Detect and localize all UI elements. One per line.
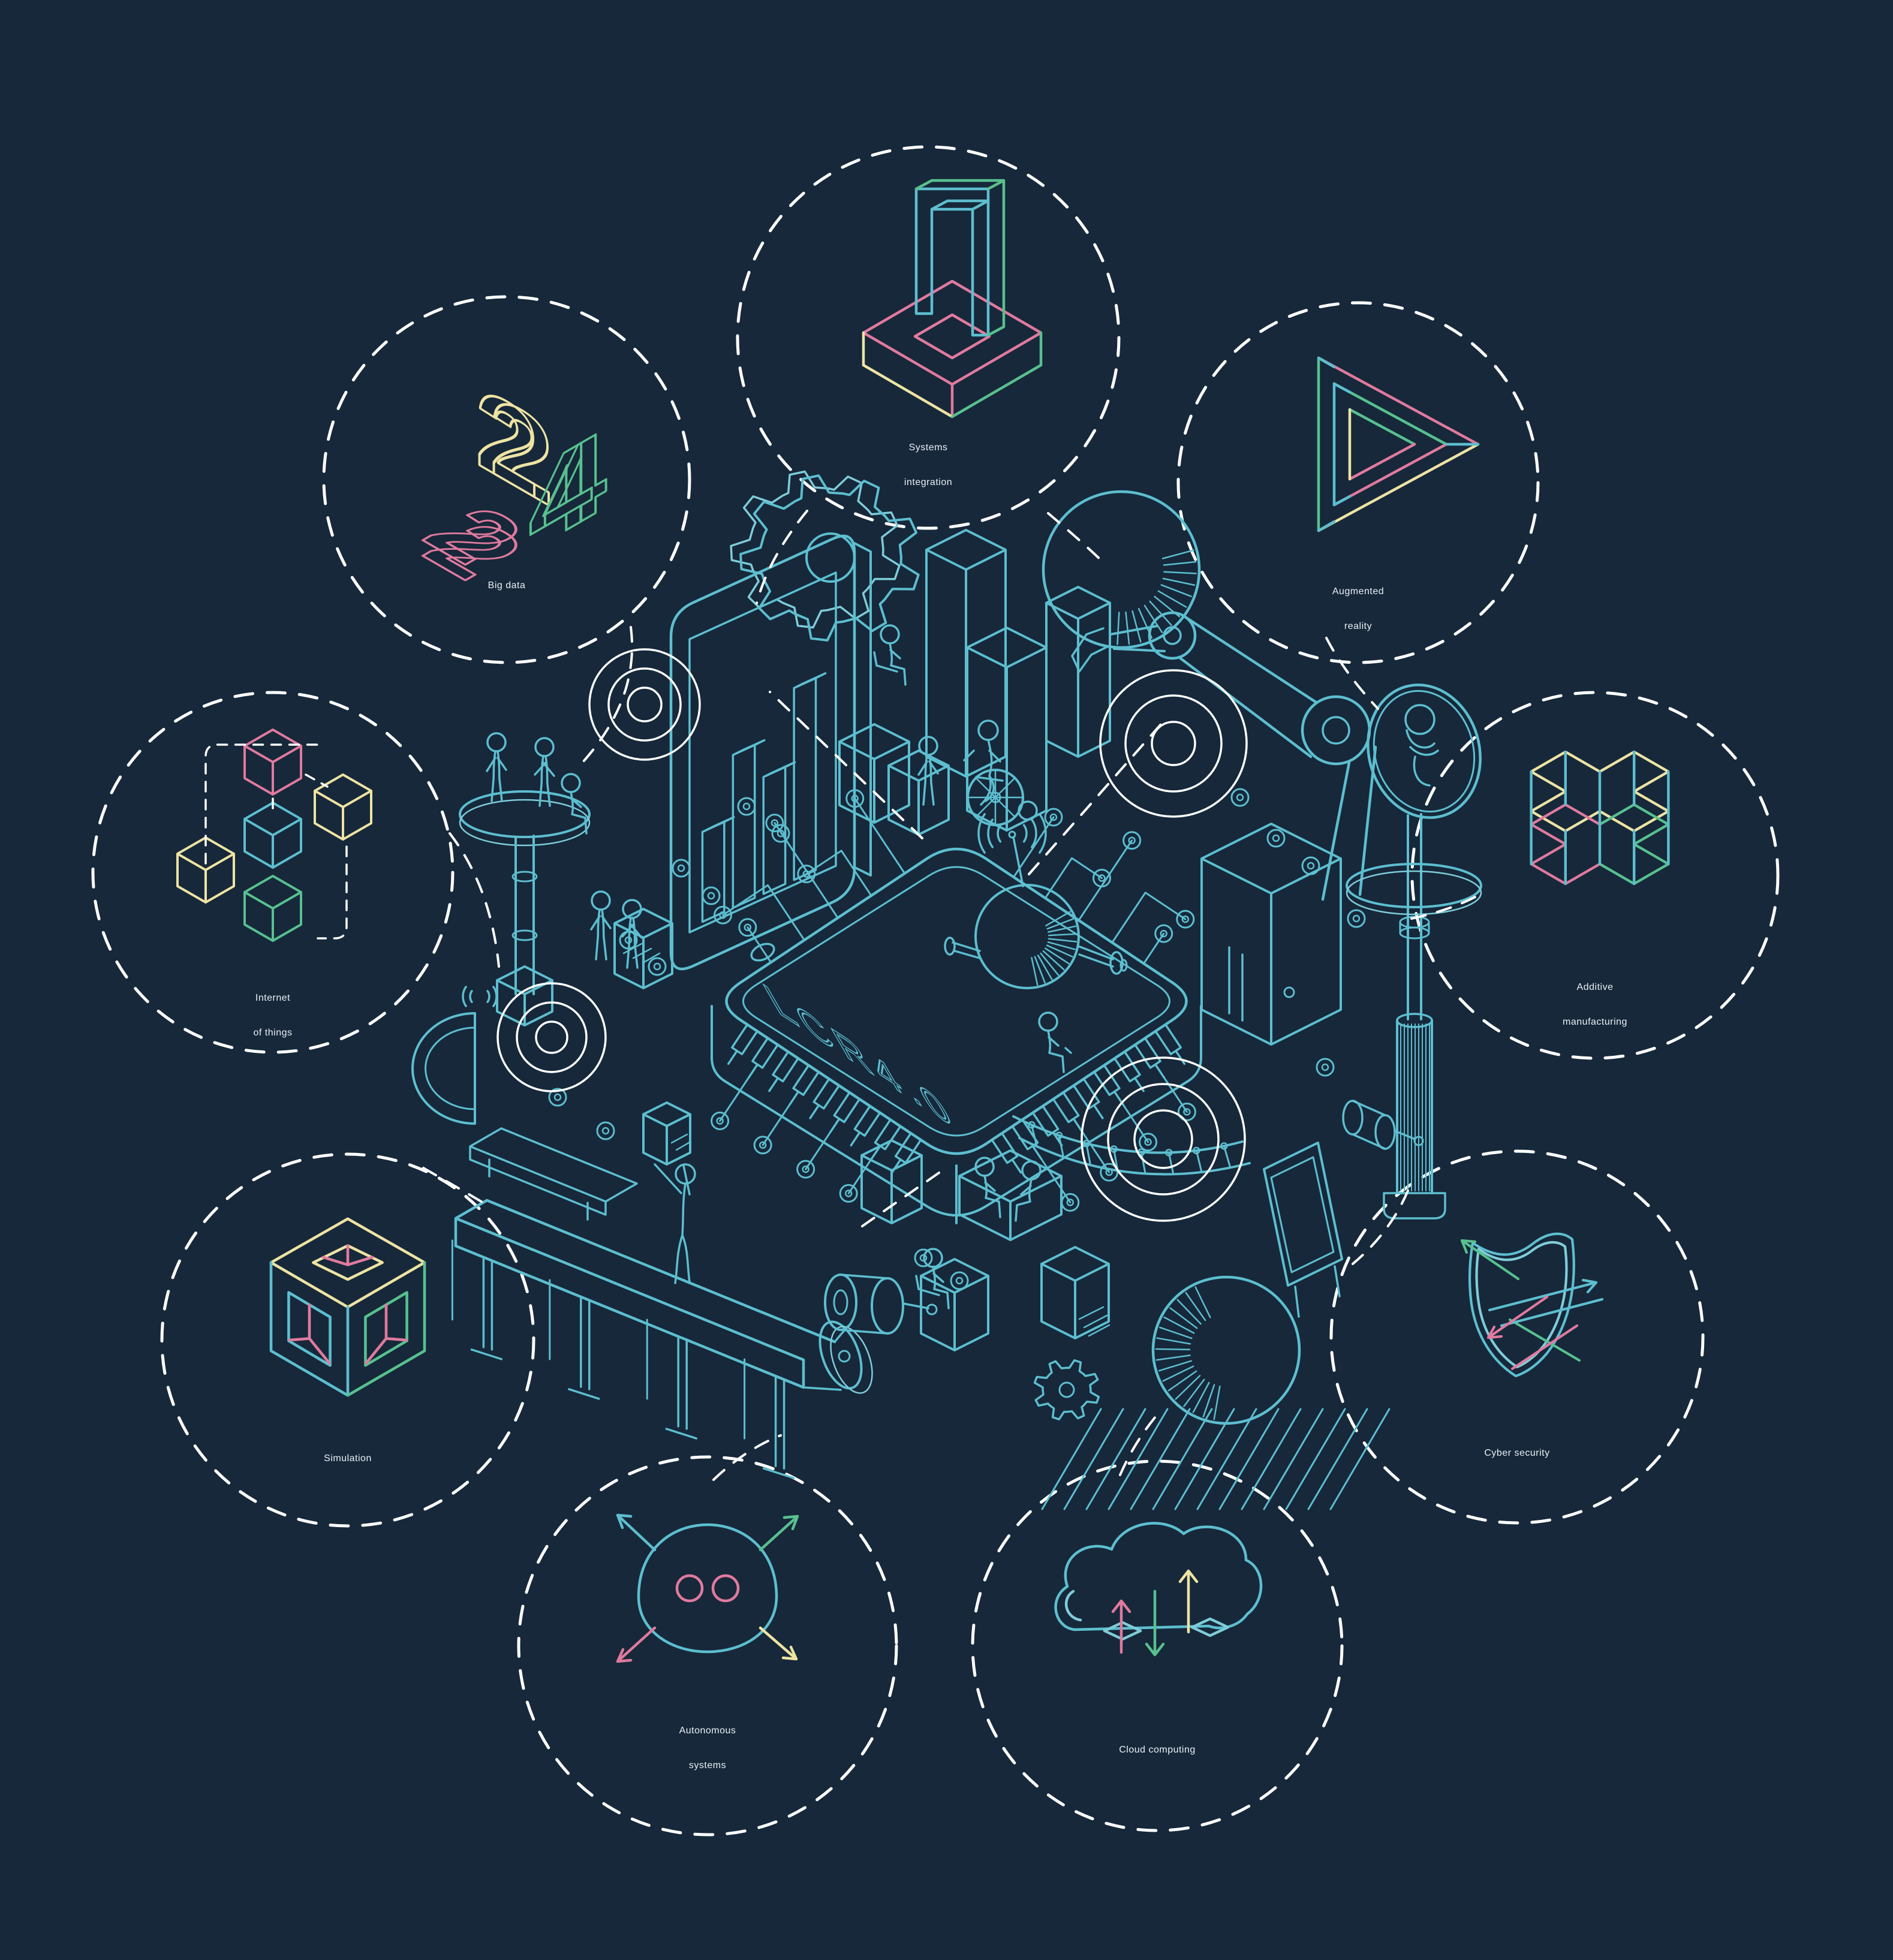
isometric-cross-icon — [1530, 750, 1670, 886]
label-additive-manufacturing: Additive manufacturing — [1563, 970, 1627, 1040]
label-line: Autonomous — [679, 1726, 736, 1736]
linked-cubes-icon — [176, 728, 372, 942]
robot-head-arrows-icon — [616, 1513, 799, 1663]
label-line: Systems — [908, 442, 948, 453]
hollow-cube-icon — [269, 1217, 426, 1397]
label-augmented-reality: Augmented reality — [1332, 574, 1384, 644]
big-data-icon: 2 2 4 4 2 2 — [400, 359, 608, 594]
label-line: reality — [1344, 621, 1373, 631]
central-illustration — [411, 470, 1482, 1510]
label-systems-integration: Systems integration — [904, 430, 952, 500]
label-line: Cloud computing — [1119, 1745, 1196, 1755]
label-line: Additive — [1576, 982, 1614, 992]
label-line: Cyber security — [1484, 1448, 1550, 1458]
circle-cyber-security — [1329, 1149, 1705, 1525]
circle-additive-manufacturing — [1410, 691, 1780, 1060]
circle-big-data — [322, 295, 691, 664]
shield-arrows-icon — [1460, 1232, 1604, 1378]
cloud-arrows-icon — [1054, 1522, 1263, 1657]
systems-integration-icon — [862, 179, 1043, 419]
label-internet-of-things: Internet of things — [254, 981, 293, 1050]
label-autonomous-systems: Autonomous systems — [679, 1714, 736, 1783]
circle-internet-of-things — [91, 691, 455, 1054]
label-simulation: Simulation — [324, 1441, 372, 1476]
label-line: Internet — [255, 993, 291, 1003]
circle-systems-integration — [736, 145, 1121, 530]
circle-autonomous-systems — [517, 1455, 898, 1836]
label-line: systems — [688, 1760, 727, 1771]
label-line: of things — [253, 1028, 293, 1038]
label-line: Simulation — [324, 1453, 372, 1464]
chip-label: LCR4.0 — [754, 973, 968, 1142]
label-line: manufacturing — [1563, 1017, 1627, 1027]
label-cloud-computing: Cloud computing — [1119, 1733, 1196, 1768]
circle-cloud-computing — [971, 1459, 1344, 1832]
label-line: integration — [904, 477, 953, 487]
penrose-triangle-icon — [1317, 356, 1480, 532]
label-big-data: Big data — [488, 568, 526, 603]
circle-augmented-reality — [1176, 301, 1540, 664]
label-line: Augmented — [1332, 586, 1385, 597]
node-circles — [91, 145, 1780, 1836]
circle-simulation — [160, 1152, 535, 1528]
label-line: Big data — [487, 580, 526, 591]
label-cyber-security: Cyber security — [1484, 1436, 1549, 1471]
